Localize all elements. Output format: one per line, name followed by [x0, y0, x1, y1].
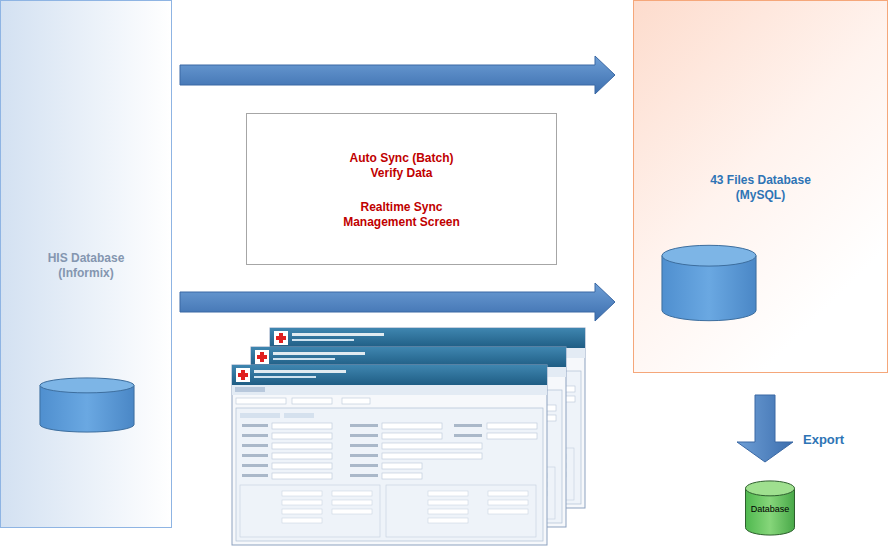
block-arrow	[737, 395, 793, 462]
edge-label: Export	[803, 432, 844, 448]
database-cylinder	[39, 377, 135, 433]
node-label: 43 Files Database (MySQL)	[696, 173, 826, 203]
node-label: HIS Database (Informix)	[36, 251, 136, 281]
export-database-cylinder: Database	[745, 480, 795, 536]
target-database-panel: 43 Files Database (MySQL)	[633, 0, 888, 373]
block-arrow	[180, 283, 615, 321]
node-label: Auto Sync (Batch) Verify Data	[332, 151, 472, 181]
source-database-panel: HIS Database (Informix)	[0, 0, 172, 528]
node-label: Realtime Sync Management Screen	[332, 200, 472, 230]
form-screenshot	[232, 365, 547, 545]
node-label: Database	[746, 504, 794, 515]
sync-function-box: Auto Sync (Batch) Verify DataRealtime Sy…	[246, 113, 557, 265]
database-cylinder	[661, 244, 757, 322]
block-arrow	[180, 56, 615, 94]
